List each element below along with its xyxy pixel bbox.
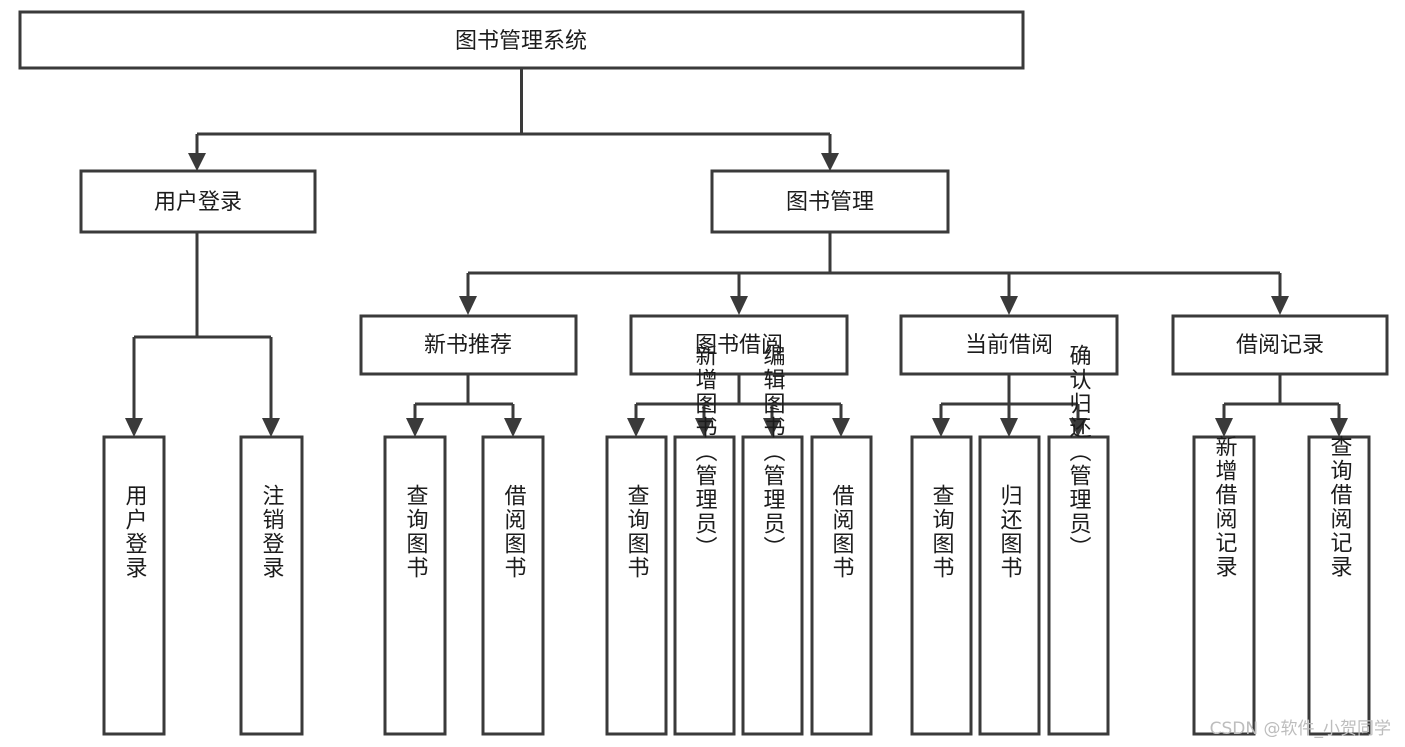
leaf-book-borrow-3-box[interactable] [741,435,804,736]
leaf-new-book-2-label: 借阅图书 [501,484,527,580]
leaf-book-borrow-2-box[interactable] [673,435,736,736]
leaf-new-book-1-label: 查询图书 [403,484,429,580]
node-root-box[interactable] [18,10,1025,70]
leaf-new-book-1[interactable]: 查询图书 [383,435,447,736]
node-book-borrow-box[interactable] [629,314,849,376]
leaf-borrow-record-1-box[interactable] [1192,435,1256,736]
connector-layer [125,68,1348,437]
node-book-management[interactable]: 图书管理 [710,169,950,234]
leaf-book-borrow-2-label: 新增图书（管理员） [692,344,718,560]
arrow-head-book-mgmt [821,153,839,171]
leaf-current-borrow-2-label: 归还图书 [997,484,1023,580]
arrow-head-current-borrow [1000,296,1018,315]
node-book-borrow-label: 图书借阅 [695,333,783,358]
node-borrow-record[interactable]: 借阅记录 [1171,314,1389,376]
arrow-head-bookborrow-leaf4 [832,418,850,437]
leaf-book-borrow-1[interactable]: 查询图书 [605,435,668,736]
leaf-book-borrow-4-label: 借阅图书 [829,484,855,580]
node-user-login-box[interactable] [79,169,317,234]
arrow-head-currentborrow-leaf1 [932,418,950,437]
arrow-head-currentborrow-leaf3 [1069,418,1087,437]
leaf-current-borrow-3[interactable]: 确认归还（管理员） [1047,344,1110,736]
node-borrow-record-label: 借阅记录 [1236,333,1324,358]
leaf-current-borrow-1-label: 查询图书 [929,484,955,580]
leaf-current-borrow-3-box[interactable] [1047,435,1110,736]
leaf-borrow-record-1[interactable]: 新增借阅记录 [1192,435,1256,736]
leaf-current-borrow-1[interactable]: 查询图书 [910,435,973,736]
node-user-login-label: 用户登录 [154,190,242,215]
node-new-book-recommend-box[interactable] [359,314,578,376]
leaf-user-login-1-label: 用户登录 [122,484,148,580]
arrow-head-borrowrecord-leaf2 [1330,418,1348,437]
arrow-head-new-book [459,296,477,315]
arrow-head-leaf-logout [262,418,280,437]
node-new-book-recommend[interactable]: 新书推荐 [359,314,578,376]
leaf-current-borrow-3-label: 确认归还（管理员） [1066,344,1092,560]
node-new-book-recommend-label: 新书推荐 [424,333,512,358]
node-current-borrow-label: 当前借阅 [965,333,1053,358]
leaf-borrow-record-2[interactable]: 查询借阅记录 [1307,435,1371,736]
node-user-login[interactable]: 用户登录 [79,169,317,234]
leaf-new-book-2-box[interactable] [481,435,545,736]
node-book-management-box[interactable] [710,169,950,234]
leaf-borrow-record-2-box[interactable] [1307,435,1371,736]
leaf-user-login-2-box[interactable] [239,435,304,736]
leaf-borrow-record-2-label: 查询借阅记录 [1327,435,1353,579]
node-root-label: 图书管理系统 [455,29,587,54]
leaf-book-borrow-1-box[interactable] [605,435,668,736]
node-book-borrow[interactable]: 图书借阅 [629,314,849,376]
node-book-management-label: 图书管理 [786,190,874,215]
node-root[interactable]: 图书管理系统 [18,10,1025,70]
node-current-borrow-box[interactable] [899,314,1119,376]
arrow-head-book-borrow [730,296,748,315]
node-borrow-record-box[interactable] [1171,314,1389,376]
leaf-user-login-2[interactable]: 注销登录 [239,435,304,736]
leaf-book-borrow-2[interactable]: 新增图书（管理员） [673,344,736,736]
arrow-head-bookborrow-leaf3 [763,418,781,437]
arrow-head-newbook-leaf1 [406,418,424,437]
leaf-current-borrow-2-box[interactable] [978,435,1041,736]
arrow-head-bookborrow-leaf2 [695,418,713,437]
arrow-head-leaf-user-login [125,418,143,437]
leaf-user-login-2-label: 注销登录 [259,484,285,580]
leaf-borrow-record-1-label: 新增借阅记录 [1212,435,1238,579]
arrow-head-newbook-leaf2 [504,418,522,437]
leaf-user-login-1[interactable]: 用户登录 [102,435,166,736]
arrow-head-borrowrecord-leaf1 [1215,418,1233,437]
arrow-head-user-login [188,153,206,171]
leaf-book-borrow-1-label: 查询图书 [624,484,650,580]
node-current-borrow[interactable]: 当前借阅 [899,314,1119,376]
leaf-current-borrow-2[interactable]: 归还图书 [978,435,1041,736]
arrow-head-borrow-record [1271,296,1289,315]
leaf-new-book-2[interactable]: 借阅图书 [481,435,545,736]
arrow-head-bookborrow-leaf1 [627,418,645,437]
leaf-book-borrow-3-label: 编辑图书（管理员） [760,344,786,560]
leaf-book-borrow-4-box[interactable] [810,435,873,736]
leaf-user-login-1-box[interactable] [102,435,166,736]
leaf-current-borrow-1-box[interactable] [910,435,973,736]
leaf-new-book-1-box[interactable] [383,435,447,736]
leaf-book-borrow-3[interactable]: 编辑图书（管理员） [741,344,804,736]
arrow-head-currentborrow-leaf2 [1000,418,1018,437]
leaf-book-borrow-4[interactable]: 借阅图书 [810,435,873,736]
